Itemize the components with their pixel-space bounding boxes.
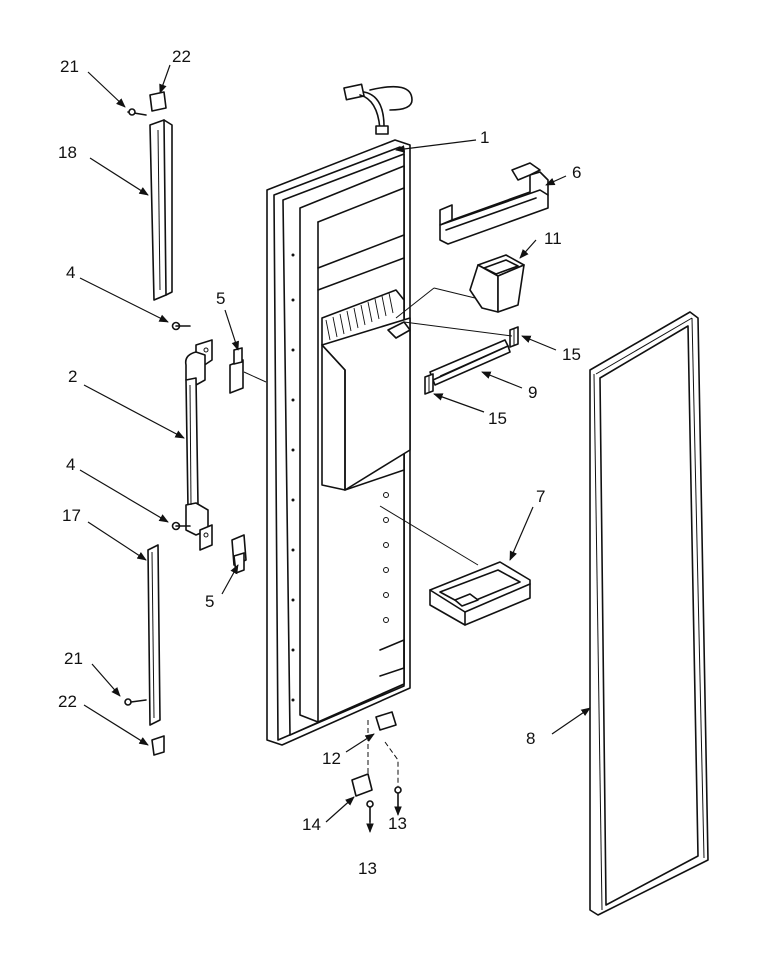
callout-2: 2 (68, 367, 77, 386)
callout-22-lower: 22 (58, 692, 77, 711)
callout-21-lower: 21 (64, 649, 83, 668)
clip-part-upper (509, 326, 519, 348)
callout-14: 14 (302, 815, 321, 834)
leader-lines (79, 64, 591, 833)
handle-clip-upper-part (229, 347, 244, 394)
callout-4-lower: 4 (66, 455, 75, 474)
handle-trim-upper-part (127, 91, 173, 301)
trim-screw-cap-lower (124, 698, 165, 756)
callout-15-lower: 15 (488, 409, 507, 428)
callout-labels: 21 22 18 4 5 2 4 17 5 21 22 1 6 11 15 9 … (58, 47, 581, 878)
door-edge-screws (291, 253, 295, 702)
callout-21-upper: 21 (60, 57, 79, 76)
callout-12: 12 (322, 749, 341, 768)
callout-7: 7 (536, 487, 545, 506)
callout-13-bottom: 13 (358, 859, 377, 878)
callout-11: 11 (544, 229, 562, 248)
callout-15-upper: 15 (562, 345, 581, 364)
callout-1: 1 (480, 128, 489, 147)
wire-harness (343, 83, 413, 135)
callout-13-right: 13 (388, 814, 407, 833)
screws-4 (171, 321, 191, 531)
shelf-bin-part (439, 162, 549, 245)
clip-part-lower (424, 373, 434, 395)
lower-door-holes (383, 492, 389, 623)
callout-17: 17 (62, 506, 81, 525)
callout-5-lower: 5 (205, 592, 214, 611)
callout-18: 18 (58, 143, 77, 162)
drip-tray-part (429, 561, 531, 626)
freezer-door-part (266, 83, 413, 746)
door-gasket-part (589, 311, 709, 916)
dispenser-housing (321, 289, 411, 491)
callout-9: 9 (528, 383, 537, 402)
trim-strip-part (429, 339, 511, 386)
handle-part (184, 339, 213, 551)
ice-chute-part (469, 254, 525, 313)
callout-4-upper: 4 (66, 263, 75, 282)
callout-22-upper: 22 (172, 47, 191, 66)
callout-5-upper: 5 (216, 289, 225, 308)
hinge-parts (351, 711, 402, 823)
handle-trim-lower-part (147, 544, 161, 726)
callout-6: 6 (572, 163, 581, 182)
callout-8: 8 (526, 729, 535, 748)
handle-clip-lower-part (231, 534, 247, 574)
